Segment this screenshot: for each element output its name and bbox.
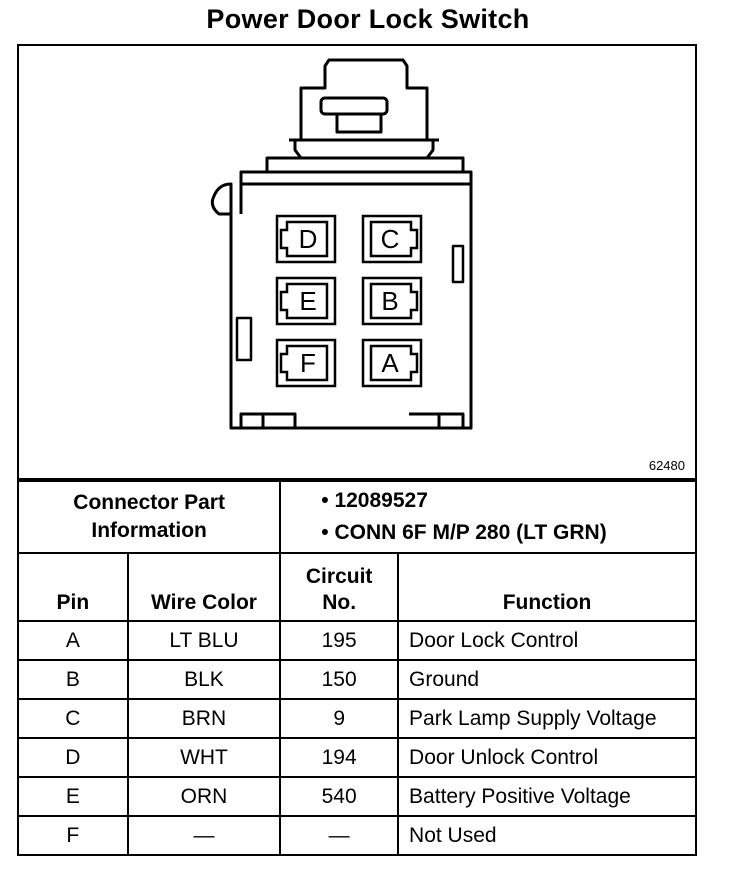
circuit-cell: 9 — [279, 698, 400, 739]
pin-cell: A — [17, 620, 129, 661]
wire-color-cell: BRN — [126, 698, 282, 739]
left-tab — [210, 182, 233, 216]
col-header-function: Function — [397, 552, 697, 622]
wire-color-cell: WHT — [126, 737, 282, 778]
col-header-wire-color: Wire Color — [126, 552, 282, 622]
left-side-slot — [235, 316, 253, 362]
connector-table: Connector Part Information • 12089527 • … — [16, 480, 697, 856]
function-cell: Ground — [397, 659, 697, 700]
part-number: • 12089527 — [321, 489, 428, 512]
connector-info-list: • 12089527 • CONN 6F M/P 280 (LT GRN) — [279, 480, 697, 554]
wire-color-cell: — — [126, 815, 282, 856]
pin-cell: D — [17, 737, 129, 778]
circuit-cell: 150 — [279, 659, 400, 700]
pin-label-b: B — [381, 286, 398, 316]
function-cell: Not Used — [397, 815, 697, 856]
pin-cavity-c — [361, 214, 423, 264]
pin-cavity-d — [275, 214, 337, 264]
connector-spec: • CONN 6F M/P 280 (LT GRN) — [321, 521, 607, 544]
figure-id: 62480 — [649, 458, 685, 473]
pin-label-a: A — [381, 348, 399, 378]
wire-color-cell: LT BLU — [126, 620, 282, 661]
wire-color-cell: ORN — [126, 776, 282, 817]
pin-label-c: C — [381, 224, 400, 254]
wire-color-cell: BLK — [126, 659, 282, 700]
connector-info-label: Connector Part Information — [16, 480, 282, 554]
connector-figure: D C E B F A 62480 — [17, 44, 697, 480]
circuit-cell: — — [279, 815, 400, 856]
pin-label-d: D — [299, 224, 318, 254]
diagram-title: Power Door Lock Switch — [206, 4, 530, 34]
latch-window — [319, 96, 389, 116]
function-cell: Door Lock Control — [397, 620, 697, 661]
connector-feet — [239, 412, 265, 428]
function-cell: Battery Positive Voltage — [397, 776, 697, 817]
col-header-circuit: Circuit No. — [279, 552, 400, 622]
pin-cavity-e — [275, 276, 337, 326]
connector-drawing: D C E B F A 62480 — [210, 58, 685, 473]
pin-cavity-f — [275, 338, 337, 388]
circuit-cell: 195 — [279, 620, 400, 661]
pin-cell: E — [17, 776, 129, 817]
pin-cavities: D C E B F A — [275, 214, 423, 388]
connector-latch — [299, 58, 429, 140]
circuit-cell: 540 — [279, 776, 400, 817]
pin-cavity-b — [361, 276, 423, 326]
right-side-slot — [451, 244, 465, 284]
pin-label-e: E — [299, 286, 316, 316]
pin-cell: C — [17, 698, 129, 739]
function-cell: Door Unlock Control — [397, 737, 697, 778]
table-row: F——Not Used — [17, 815, 697, 856]
pin-cell: F — [17, 815, 129, 856]
pin-cavity-a — [361, 338, 423, 388]
pin-cell: B — [17, 659, 129, 700]
col-header-pin: Pin — [17, 552, 129, 622]
circuit-cell: 194 — [279, 737, 400, 778]
pin-label-f: F — [300, 348, 316, 378]
function-cell: Park Lamp Supply Voltage — [397, 698, 697, 739]
